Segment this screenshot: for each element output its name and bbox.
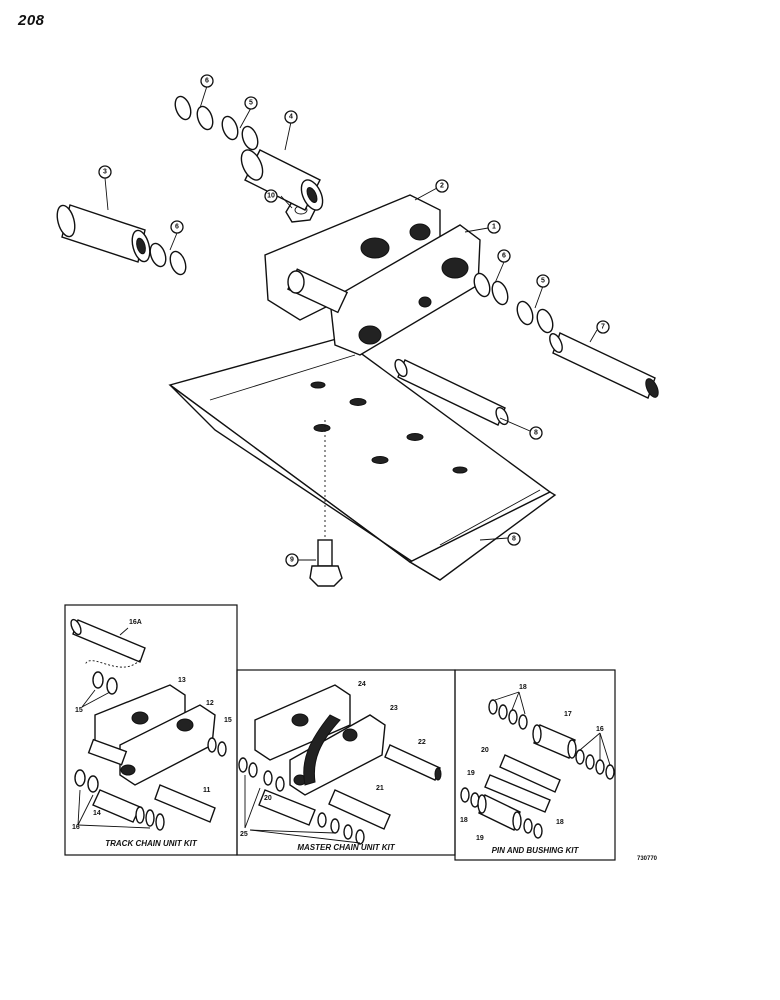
pin-label-19-bottom: 19: [476, 835, 484, 842]
pin-label-18-right: 18: [556, 819, 564, 826]
callout-2-text: 2: [440, 183, 444, 190]
master-kit-parts: [238, 684, 442, 845]
page-number: 208: [18, 12, 45, 29]
callout-8: 8: [529, 426, 543, 440]
callout-1: 1: [487, 220, 501, 234]
master-label-20: 20: [264, 795, 272, 802]
track-label-14: 14: [93, 810, 101, 817]
pin-label-18-left: 18: [460, 817, 468, 824]
callout-5a-text: 5: [249, 100, 253, 107]
track-label-16-upper: 15: [75, 707, 83, 714]
callout-8b-text: 8: [512, 536, 516, 543]
callout-1-text: 1: [492, 224, 496, 231]
callout-3: 3: [98, 165, 112, 179]
pin-right: [549, 332, 659, 399]
callout-6a: 6: [200, 74, 214, 88]
master-label-23: 23: [390, 705, 398, 712]
bushing-left: [56, 204, 151, 263]
callout-9-text: 9: [290, 557, 294, 564]
pin-kit-title: PIN AND BUSHING KIT: [492, 846, 580, 855]
pin-label-18-top: 18: [519, 684, 527, 691]
callout-5b: 5: [536, 274, 550, 288]
callout-8b: 8: [507, 532, 521, 546]
shoe-bolt: [309, 420, 343, 587]
washers-left: [149, 242, 187, 276]
callout-6b-text: 6: [175, 224, 179, 231]
callout-5b-text: 5: [541, 278, 545, 285]
track-label-15: 15: [224, 717, 232, 724]
callout-4: 4: [284, 110, 298, 124]
master-kit-title: MASTER CHAIN UNIT KIT: [297, 843, 395, 852]
washers-right: [473, 272, 554, 334]
track-label-11: 11: [203, 787, 211, 794]
callout-6c: 6: [497, 249, 511, 263]
track-label-16a: 16A: [129, 619, 142, 626]
reference-code: 730770: [637, 856, 658, 862]
track-kit-parts: [70, 618, 227, 831]
callout-6a-text: 6: [205, 78, 209, 85]
callout-6c-text: 6: [502, 253, 506, 260]
callout-6b: 6: [170, 220, 184, 234]
master-label-21: 21: [376, 785, 384, 792]
bushing-upper: [240, 149, 324, 211]
leader-lines: [104, 85, 598, 561]
callout-4-text: 4: [289, 114, 293, 121]
pin-kit-box: [454, 669, 616, 861]
pin-label-19: 19: [467, 770, 475, 777]
master-label-24: 24: [358, 681, 366, 688]
callout-3-text: 3: [103, 169, 107, 176]
callout-7: 7: [596, 320, 610, 334]
callout-2: 2: [435, 179, 449, 193]
track-label-12: 12: [206, 700, 214, 707]
washers-upper-left: [174, 95, 259, 151]
pin-middle: [394, 358, 509, 426]
callout-10: 10: [264, 189, 278, 203]
callout-7-text: 7: [601, 324, 605, 331]
track-shoe: [168, 337, 557, 581]
track-label-16: 16: [72, 824, 80, 831]
pin-label-16: 16: [596, 726, 604, 733]
pin-kit-parts: [460, 691, 615, 839]
callout-5a: 5: [244, 96, 258, 110]
track-label-13: 13: [178, 677, 186, 684]
callout-9: 9: [285, 553, 299, 567]
master-label-25: 25: [240, 831, 248, 838]
master-label-22: 22: [418, 739, 426, 746]
callout-8-text: 8: [534, 430, 538, 437]
track-kit-title: TRACK CHAIN UNIT KIT: [105, 839, 198, 848]
callout-10-text: 10: [267, 193, 275, 200]
pin-label-17: 17: [564, 711, 572, 718]
pin-label-20: 20: [481, 747, 489, 754]
